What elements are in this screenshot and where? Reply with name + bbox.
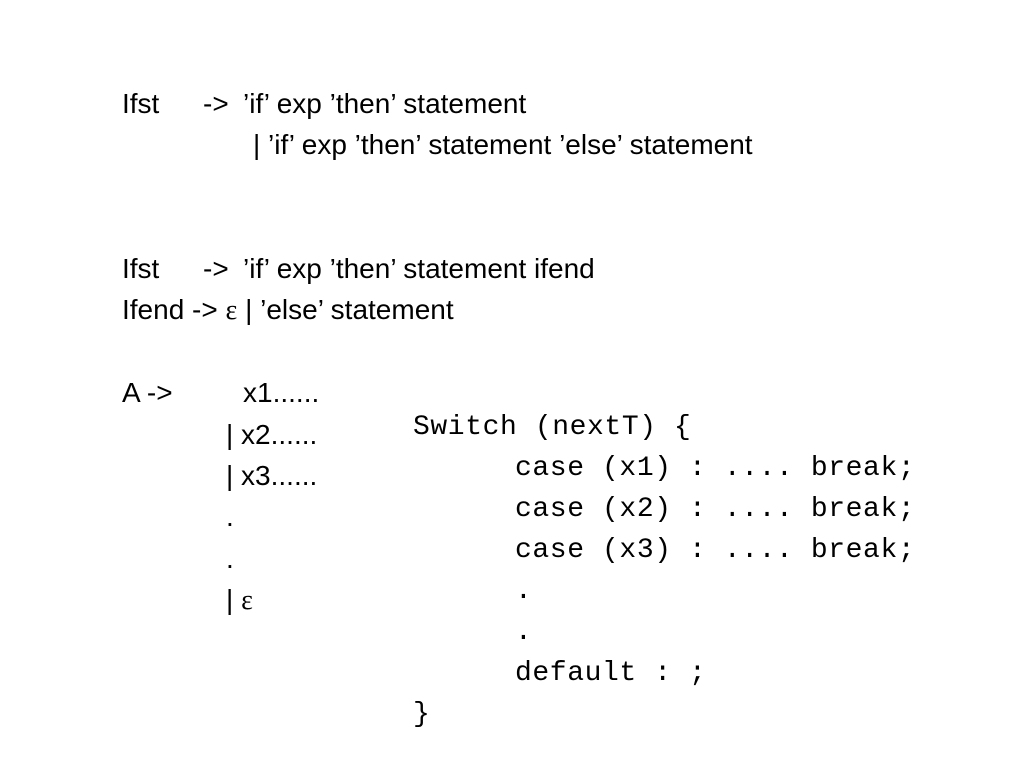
a-epsilon-bar: | bbox=[226, 584, 234, 615]
switch-case-x3: case (x3) : .... break; bbox=[515, 535, 916, 566]
switch-case-x1: case (x1) : .... break; bbox=[515, 453, 916, 484]
switch-case-x2: case (x2) : .... break; bbox=[515, 494, 916, 525]
ifst-head-1: Ifst bbox=[122, 88, 160, 119]
switch-dot-2: . bbox=[515, 617, 533, 648]
a-alt-x1: x1...... bbox=[243, 377, 320, 408]
ifst-head-2: Ifst bbox=[122, 253, 160, 284]
ifst-arrow-2: -> bbox=[203, 253, 229, 284]
a-epsilon: ε bbox=[241, 585, 253, 616]
a-rule-head: A -> bbox=[122, 377, 173, 408]
ifend-else-alternative: | ’else’ statement bbox=[245, 294, 454, 325]
a-alt-epsilon: | ε bbox=[226, 586, 253, 615]
ifst-arrow-1: -> bbox=[203, 88, 229, 119]
switch-default-line: default : ; bbox=[515, 658, 707, 689]
switch-close-brace: } bbox=[413, 699, 431, 730]
a-dot-2: . bbox=[226, 543, 234, 574]
switch-dot-1: . bbox=[515, 576, 533, 607]
a-alt-x3: | x3...... bbox=[226, 460, 318, 491]
ifend-epsilon: ε bbox=[225, 295, 238, 326]
ifst-production-1: ’if’ exp ’then’ statement bbox=[243, 88, 527, 119]
ifend-head: Ifend -> bbox=[122, 294, 218, 325]
ifst-production-2: | ’if’ exp ’then’ statement ’else’ state… bbox=[253, 129, 753, 160]
a-dot-1: . bbox=[226, 501, 234, 532]
ifend-rule: Ifend -> ε | ’else’ statement bbox=[122, 296, 454, 325]
switch-open-line: Switch (nextT) { bbox=[413, 412, 692, 443]
ifst-factored-production: ’if’ exp ’then’ statement ifend bbox=[243, 253, 595, 284]
a-alt-x2: | x2...... bbox=[226, 419, 318, 450]
